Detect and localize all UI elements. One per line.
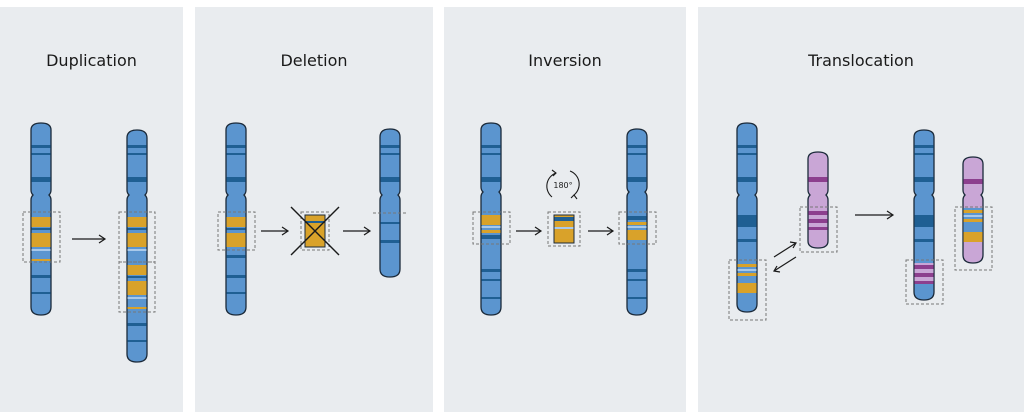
rotation-label: 180° bbox=[553, 181, 572, 190]
arrow-right-icon bbox=[855, 210, 895, 220]
selection-box bbox=[118, 211, 156, 263]
panel-title-translocation: Translocation bbox=[808, 51, 914, 70]
inverted-segment bbox=[547, 211, 581, 247]
arrow-right-icon bbox=[343, 226, 372, 236]
chromosome-deleted bbox=[379, 128, 401, 278]
panel-translocation: Translocation bbox=[698, 7, 1024, 412]
translocation-diagram bbox=[728, 122, 993, 321]
chromosome-original bbox=[225, 122, 247, 316]
swap-arrows-icon bbox=[773, 241, 797, 273]
selection-box bbox=[118, 261, 156, 313]
chromosome-original bbox=[480, 122, 502, 316]
chromosome-duplicated bbox=[126, 129, 148, 363]
selection-box bbox=[618, 211, 657, 245]
arrow-right-icon bbox=[261, 226, 290, 236]
arrow-right-icon bbox=[516, 226, 543, 236]
selection-box bbox=[472, 211, 511, 245]
arrow-right-icon bbox=[588, 226, 615, 236]
chromosome-purple-derived bbox=[962, 156, 984, 264]
selection-box bbox=[799, 206, 838, 253]
inversion-diagram: 180° bbox=[472, 122, 657, 316]
panel-title-inversion: Inversion bbox=[528, 51, 602, 70]
chromosome-purple-original bbox=[807, 151, 829, 249]
selection-box bbox=[217, 211, 256, 251]
selection-box bbox=[728, 259, 767, 321]
panel-title-duplication: Duplication bbox=[46, 51, 137, 70]
cross-icon bbox=[290, 206, 340, 256]
chromosome-blue-original bbox=[736, 122, 758, 313]
panel-title-deletion: Deletion bbox=[280, 51, 348, 70]
selection-box bbox=[905, 259, 944, 305]
panel-deletion: Deletion bbox=[195, 7, 433, 412]
deletion-diagram bbox=[217, 122, 407, 316]
duplication-diagram bbox=[22, 122, 156, 363]
chromosome-blue-derived bbox=[913, 129, 935, 301]
selection-box bbox=[300, 211, 330, 251]
arrow-right-icon bbox=[72, 234, 107, 244]
rotate-icon: 180° bbox=[546, 169, 580, 200]
selection-box bbox=[22, 211, 61, 263]
selection-box bbox=[547, 211, 581, 247]
panel-inversion: Inversion 180° bbox=[444, 7, 686, 412]
chromosome-original bbox=[30, 122, 52, 316]
chromosome-inverted bbox=[626, 128, 648, 316]
panel-duplication: Duplication bbox=[0, 7, 183, 412]
